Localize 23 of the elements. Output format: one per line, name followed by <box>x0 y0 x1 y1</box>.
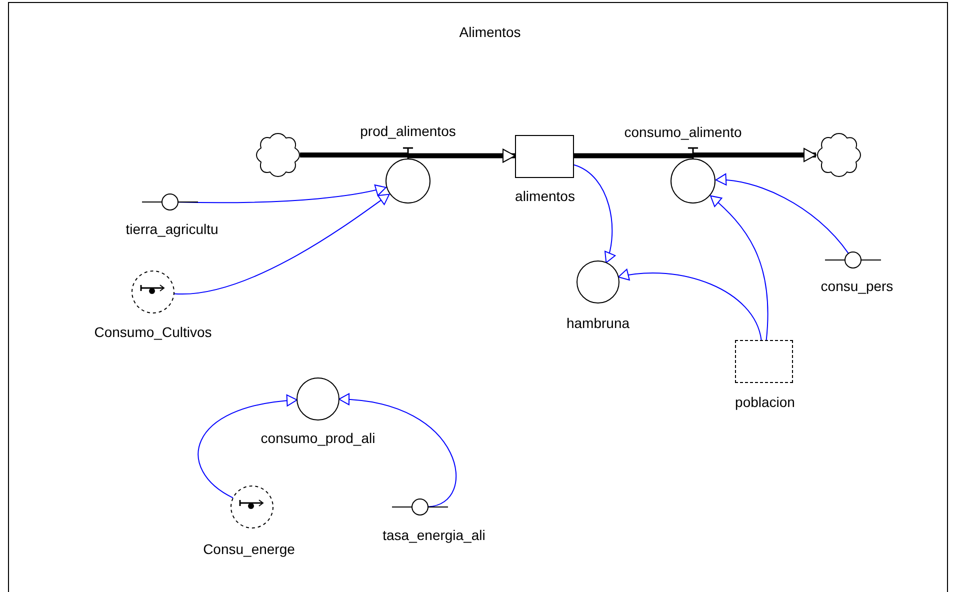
flow-pipe <box>573 153 693 158</box>
connector-arrow <box>338 394 457 508</box>
connector-arrow <box>710 195 768 340</box>
connector-arrow <box>618 269 762 340</box>
node-label: alimentos <box>515 188 575 204</box>
connector-arrow <box>198 394 298 498</box>
node-label: consumo_alimento <box>624 124 742 140</box>
node-label: consumo_prod_ali <box>260 430 376 446</box>
node-label: tierra_agricultu <box>126 221 218 237</box>
flow-pipe <box>300 152 408 158</box>
connector-arrow <box>715 174 849 254</box>
node-label: prod_alimentos <box>360 123 456 139</box>
flow-pipe <box>408 148 516 163</box>
node-label: tasa_energia_ali <box>382 527 486 543</box>
node-label: Consumo_Cultivos <box>94 324 212 340</box>
connector-arrow <box>173 194 390 294</box>
diagram-title: Alimentos <box>459 23 521 42</box>
node-label: Consu_energe <box>203 541 295 557</box>
node-label: hambruna <box>566 315 630 331</box>
flow-pipe <box>693 148 816 162</box>
node-label: poblacion <box>735 394 795 410</box>
node-label: consu_pers <box>820 278 894 294</box>
connector-arrow <box>574 164 616 264</box>
